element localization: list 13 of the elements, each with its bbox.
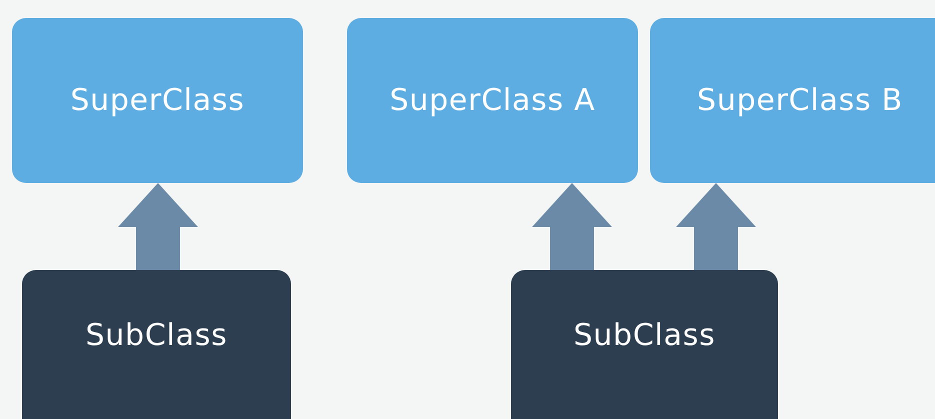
- class-name: SuperClass A: [390, 82, 596, 120]
- superclass-box: [12, 18, 303, 183]
- class-name: SubClass: [573, 316, 716, 354]
- class-name: SubClass: [85, 316, 228, 354]
- inheritance-arrow: [532, 183, 612, 270]
- class-name: SuperClass: [70, 82, 245, 120]
- superclass-box: [347, 18, 638, 183]
- inheritance-arrow: [118, 183, 198, 270]
- superclass-box: [650, 18, 935, 183]
- inheritance-arrow: [676, 183, 756, 270]
- subclass-box: [22, 270, 291, 419]
- class-name: SuperClass B: [697, 82, 903, 120]
- subclass-box: [511, 270, 778, 419]
